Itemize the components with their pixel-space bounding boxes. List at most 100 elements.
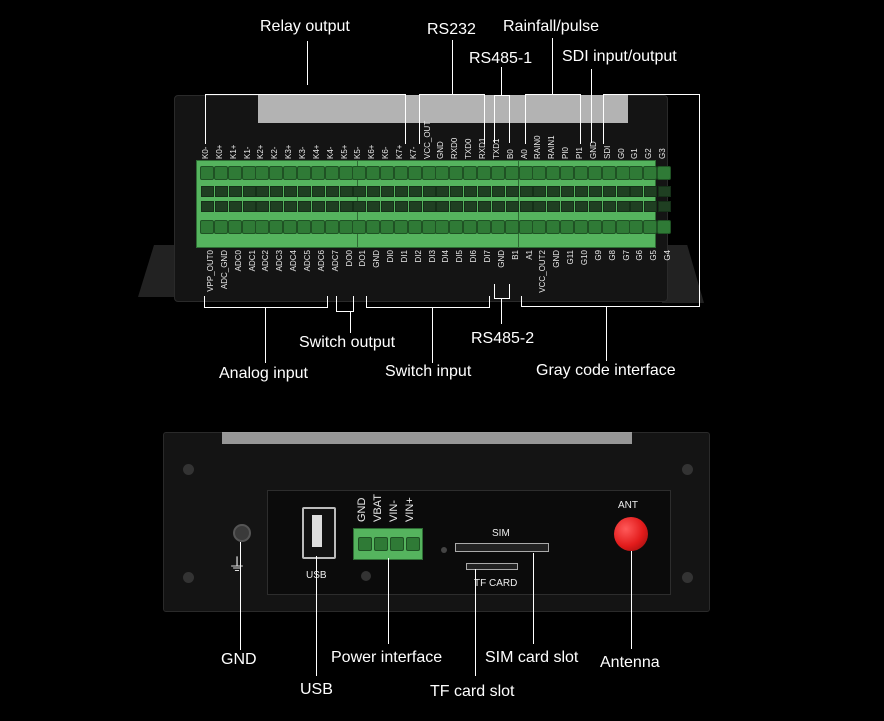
top-terminal-label: PI0 bbox=[561, 146, 571, 159]
top-terminal-label: RXD0 bbox=[450, 137, 460, 159]
terminal-slot bbox=[588, 201, 602, 212]
terminal-slot bbox=[353, 186, 367, 197]
bottom-terminal-label: DO1 bbox=[358, 250, 368, 267]
top-terminal-label: VCC_OUT bbox=[422, 120, 432, 159]
terminal-slot bbox=[519, 186, 533, 197]
top-terminal-label: K1- bbox=[242, 146, 252, 159]
terminal-slot bbox=[561, 201, 575, 212]
terminal-slot bbox=[644, 186, 658, 197]
top-terminal-label: B0 bbox=[505, 149, 515, 159]
bottom-terminal-label: ADC5 bbox=[302, 250, 312, 272]
top-terminal-label: K5- bbox=[353, 146, 363, 159]
bottom-terminal-label: DI7 bbox=[483, 250, 492, 263]
terminal-slot bbox=[630, 201, 644, 212]
terminal-slot bbox=[381, 201, 395, 212]
usb-port[interactable] bbox=[302, 507, 336, 559]
bottom-terminal-label: G9 bbox=[593, 250, 603, 261]
terminal-slot bbox=[408, 186, 422, 197]
switch-input-callout: Switch input bbox=[385, 363, 472, 380]
sim-card-slot[interactable] bbox=[455, 543, 549, 552]
bottom-terminal-label: ADC1 bbox=[247, 250, 257, 272]
power-pin-label: GND bbox=[356, 497, 368, 522]
terminal-slot bbox=[201, 201, 214, 212]
top-terminal-label: G2 bbox=[644, 148, 654, 159]
terminal-slot bbox=[464, 201, 478, 212]
terminal-slot bbox=[533, 201, 547, 212]
rainfall-pulse-callout: Rainfall/pulse bbox=[503, 18, 600, 35]
terminal-screw bbox=[283, 220, 298, 234]
terminal-screw bbox=[573, 166, 588, 180]
terminal-slot bbox=[297, 201, 311, 212]
terminal-screw bbox=[629, 166, 644, 180]
terminal-screw bbox=[324, 220, 339, 234]
terminal-screw bbox=[435, 220, 450, 234]
terminal-screw bbox=[393, 220, 408, 234]
terminal-screw bbox=[546, 166, 561, 180]
terminal-screw bbox=[393, 166, 408, 180]
terminal-screw bbox=[643, 220, 658, 234]
terminal-slot bbox=[436, 186, 450, 197]
rs485-1-callout: RS485-1 bbox=[469, 50, 533, 67]
terminal-slot bbox=[533, 186, 547, 197]
terminal-screw bbox=[338, 220, 353, 234]
antenna-callout: Antenna bbox=[600, 654, 660, 671]
bottom-terminal-label: GND bbox=[496, 250, 506, 268]
terminal-screw bbox=[629, 220, 644, 234]
top-terminal-label: K5+ bbox=[339, 144, 349, 159]
terminal-screw bbox=[241, 220, 256, 234]
bottom-terminal-label: G10 bbox=[579, 250, 589, 266]
terminal-screw bbox=[490, 166, 505, 180]
terminal-slot bbox=[505, 201, 519, 212]
bottom-terminal-label: G8 bbox=[607, 250, 617, 261]
antenna-connector[interactable] bbox=[614, 517, 648, 551]
device-mount-left bbox=[138, 245, 178, 297]
sim-slot-callout: SIM card slot bbox=[485, 649, 579, 666]
top-terminal-label: K4- bbox=[325, 146, 335, 159]
terminal-slot bbox=[422, 201, 436, 212]
terminal-screw bbox=[560, 220, 575, 234]
terminal-screw bbox=[657, 220, 672, 234]
terminal-screw bbox=[283, 166, 298, 180]
bottom-terminal-label: ADC_GND bbox=[219, 250, 229, 290]
bottom-terminal-label: A1 bbox=[524, 250, 534, 260]
switch-output-callout: Switch output bbox=[299, 334, 396, 351]
terminal-screw bbox=[200, 220, 214, 234]
terminal-slot bbox=[505, 186, 519, 197]
terminal-slot bbox=[256, 186, 270, 197]
label-sticker-bottom bbox=[222, 432, 632, 444]
terminal-slot bbox=[367, 186, 381, 197]
terminal-slot bbox=[367, 201, 381, 212]
terminal-screw bbox=[601, 166, 616, 180]
terminal-screw bbox=[449, 220, 464, 234]
tf-card-slot[interactable] bbox=[466, 563, 518, 570]
power-terminal-block[interactable] bbox=[353, 528, 423, 560]
top-terminal-label: K7- bbox=[408, 146, 418, 159]
terminal-slot bbox=[353, 201, 367, 212]
terminal-screw bbox=[269, 220, 284, 234]
bottom-terminal-label: DO0 bbox=[344, 250, 354, 267]
ground-icon: ⏚ bbox=[228, 555, 246, 575]
panel-screw-bl bbox=[183, 572, 194, 583]
terminal-screw bbox=[352, 166, 367, 180]
terminal-slot bbox=[284, 201, 298, 212]
gnd-callout: GND bbox=[221, 651, 257, 668]
bottom-terminal-label: DI2 bbox=[413, 250, 423, 263]
power-pin-label: VBAT bbox=[372, 494, 384, 522]
terminal-slot bbox=[450, 186, 464, 197]
top-terminal-label: K3+ bbox=[284, 144, 294, 159]
top-terminal-label: K1+ bbox=[228, 144, 238, 159]
terminal-slot bbox=[602, 186, 616, 197]
terminal-screw bbox=[407, 166, 422, 180]
terminal-slot bbox=[339, 186, 353, 197]
gnd-terminal[interactable] bbox=[233, 524, 251, 542]
terminal-slot bbox=[547, 186, 561, 197]
terminal-slot bbox=[658, 186, 672, 197]
panel-screw-tl bbox=[183, 464, 194, 475]
rs485-2-callout: RS485-2 bbox=[471, 330, 535, 347]
terminal-screw bbox=[573, 220, 588, 234]
terminal-screw bbox=[200, 166, 214, 180]
relay-output-callout: Relay output bbox=[260, 18, 350, 35]
terminal-slot bbox=[284, 186, 298, 197]
terminal-slot bbox=[256, 201, 270, 212]
terminal-screw bbox=[296, 220, 311, 234]
